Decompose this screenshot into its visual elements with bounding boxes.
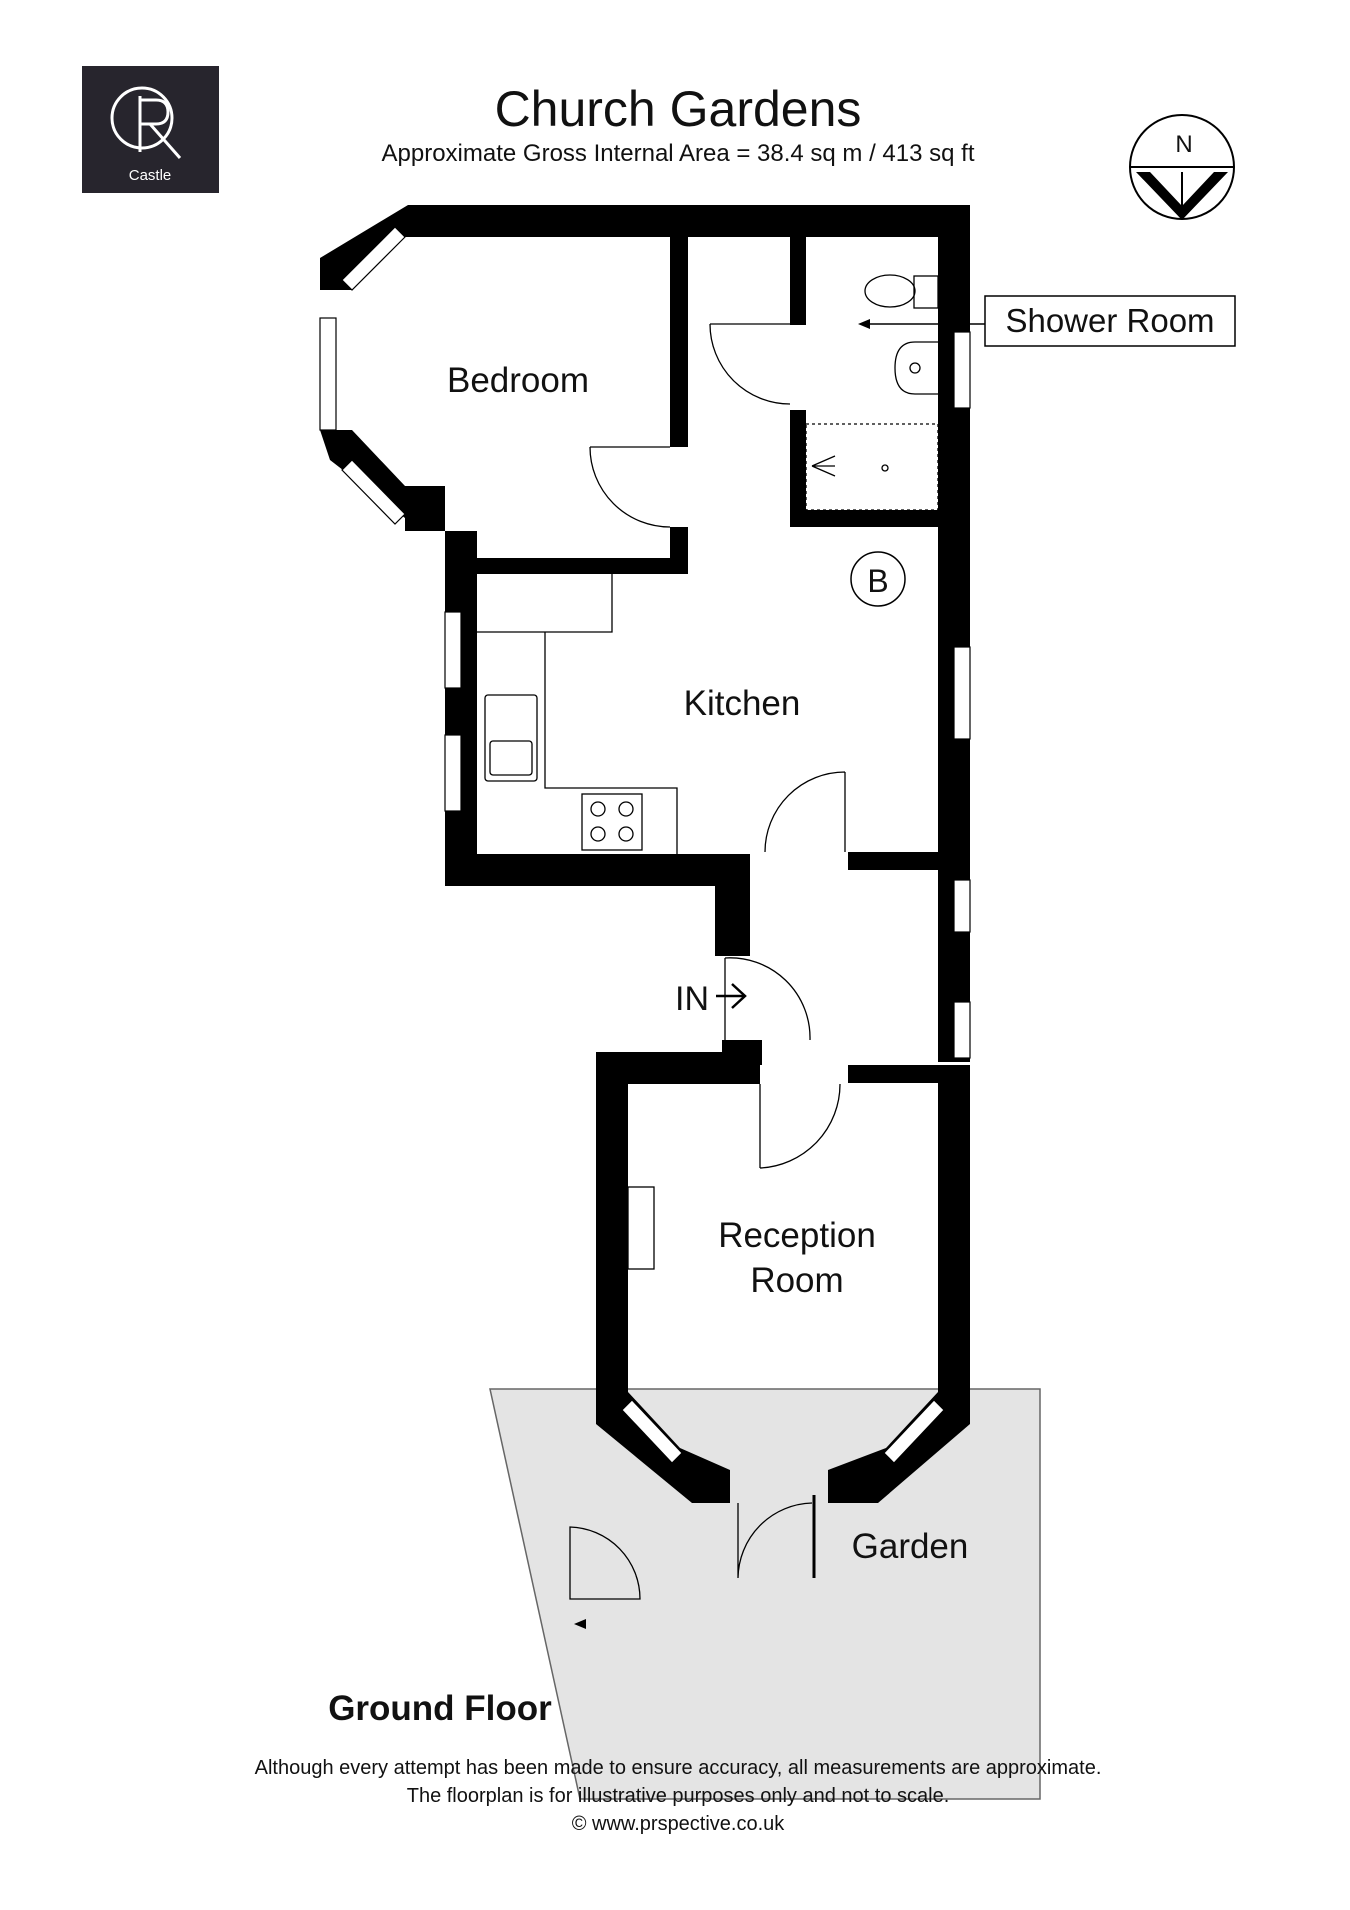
entrance-arrow-icon [716, 983, 747, 1009]
kitchen-fittings [477, 574, 678, 854]
garden-label: Garden [852, 1527, 969, 1566]
kitchen-label: Kitchen [684, 684, 801, 723]
bedroom-label: Bedroom [447, 361, 589, 400]
north-label: N [1175, 131, 1192, 158]
shower-room-callout: Shower Room [984, 295, 1236, 347]
copyright-line: © www.prspective.co.uk [572, 1813, 786, 1835]
disclaimer-line1: Although every attempt has been made to … [255, 1757, 1102, 1779]
walls [320, 205, 970, 1503]
door-swings [589, 323, 846, 1579]
shower-fittings [805, 274, 985, 511]
reception-label-line2: Room [750, 1261, 843, 1300]
boiler-label: B [867, 563, 888, 599]
plan-title: Church Gardens [495, 81, 862, 137]
north-compass-icon: N [1129, 114, 1235, 220]
fireplace [627, 1186, 655, 1270]
castle-logo: Castle [82, 66, 219, 193]
windows [319, 226, 971, 1464]
floor-label: Ground Floor [328, 1689, 552, 1728]
boiler-marker: B [850, 551, 906, 607]
area-subtitle: Approximate Gross Internal Area = 38.4 s… [382, 140, 975, 167]
disclaimer-line2: The floorplan is for illustrative purpos… [407, 1785, 950, 1807]
garden-area [489, 1388, 1041, 1800]
logo-brand-text: Castle [129, 167, 172, 184]
entrance-label: IN [675, 980, 709, 1018]
reception-label-line1: Reception [718, 1216, 876, 1255]
shower-room-label: Shower Room [1005, 302, 1214, 339]
